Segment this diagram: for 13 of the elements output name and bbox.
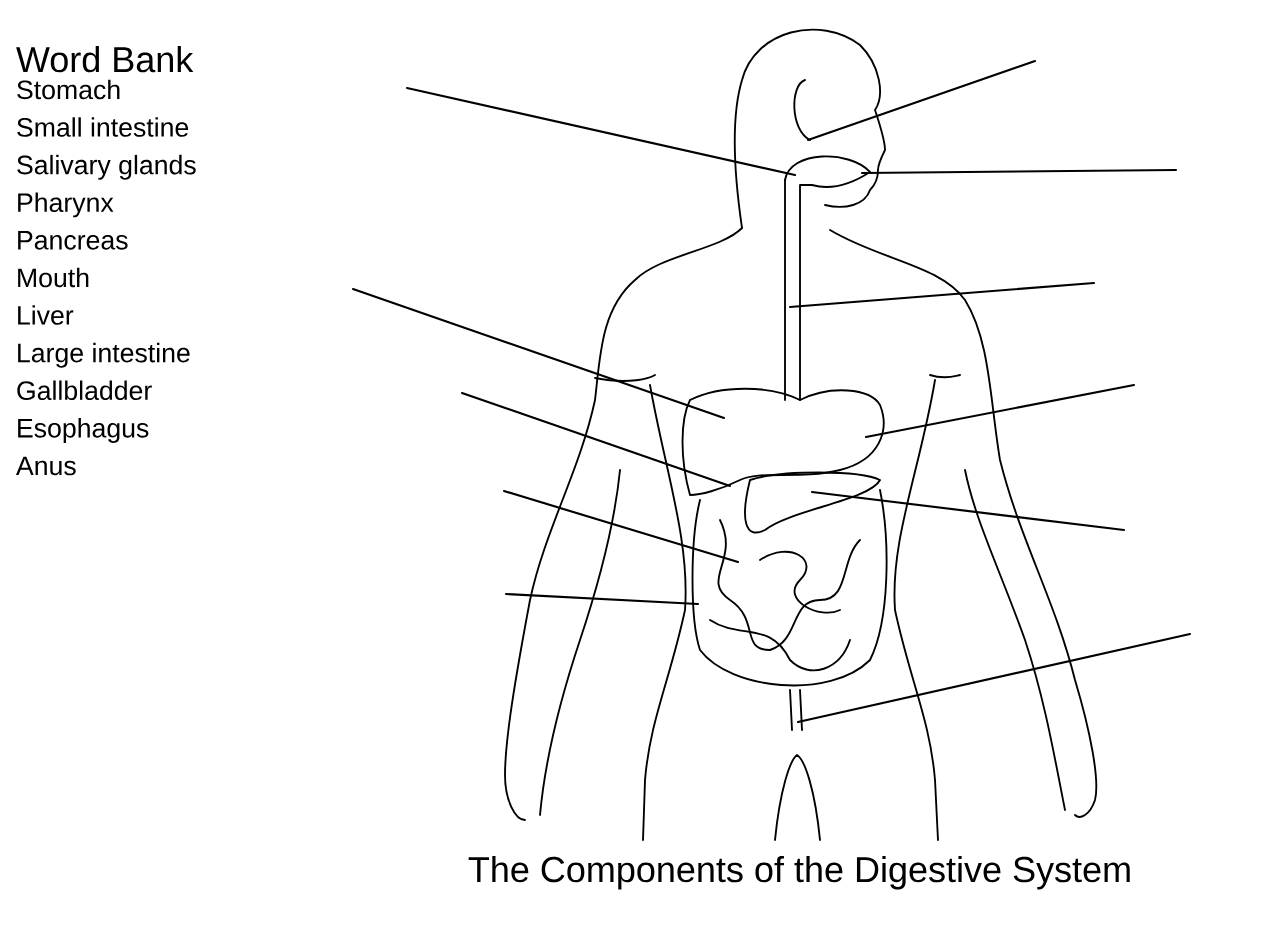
word-bank-item: Esophagus bbox=[18, 418, 149, 443]
word-bank-item: Salivary glands bbox=[17, 154, 196, 180]
word-bank-item: Stomach bbox=[17, 79, 120, 100]
word-bank-item: Large intestine bbox=[18, 342, 190, 368]
word-bank-item: Pancreas bbox=[18, 231, 128, 250]
diagram-title: The Components of the Digestive System bbox=[468, 855, 1130, 890]
word-bank-item: Pharynx bbox=[18, 192, 114, 218]
word-bank-item: Anus bbox=[16, 456, 76, 476]
word-bank-item: Liver bbox=[18, 305, 74, 325]
word-bank-item: Gallbladder bbox=[17, 380, 152, 401]
word-bank-heading: Word Bank bbox=[16, 45, 194, 73]
word-bank-item: Small intestine bbox=[17, 117, 189, 137]
word-bank-item: Mouth bbox=[18, 267, 89, 288]
